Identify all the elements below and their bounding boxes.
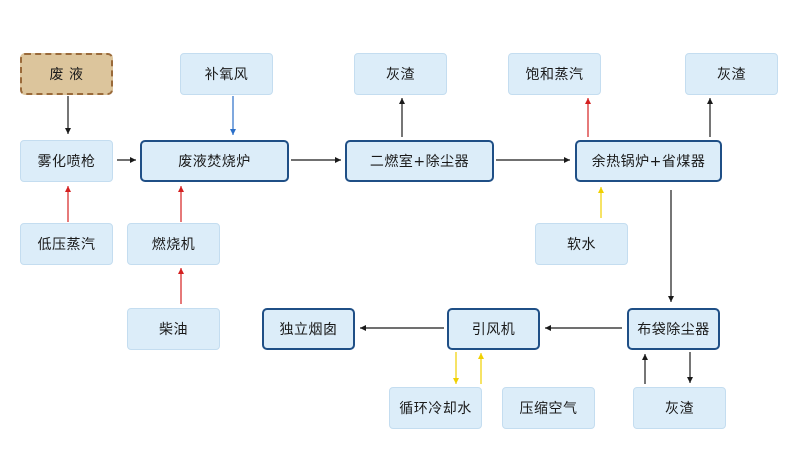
- node-bag-filter: 布袋除尘器: [627, 308, 720, 350]
- node-circulating-cooling-water: 循环冷却水: [389, 387, 482, 429]
- node-atomizer-gun: 雾化喷枪: [20, 140, 113, 182]
- node-burner: 燃烧机: [127, 223, 220, 265]
- node-soft-water: 软水: [535, 223, 628, 265]
- node-induced-draft-fan: 引风机: [447, 308, 540, 350]
- node-diesel: 柴油: [127, 308, 220, 350]
- node-supplemental-oxygen: 补氧风: [180, 53, 273, 95]
- node-independent-chimney: 独立烟囱: [262, 308, 355, 350]
- node-saturated-steam: 饱和蒸汽: [508, 53, 601, 95]
- node-secondary-combustion-dust-removal: 二燃室+除尘器: [345, 140, 494, 182]
- node-compressed-air: 压缩空气: [502, 387, 595, 429]
- node-waste-liquid: 废 液: [20, 53, 113, 95]
- node-waste-liquid-incinerator: 废液焚烧炉: [140, 140, 289, 182]
- node-ash-2: 灰渣: [685, 53, 778, 95]
- node-waste-heat-boiler-economizer: 余热锅炉+省煤器: [575, 140, 722, 182]
- node-low-pressure-steam: 低压蒸汽: [20, 223, 113, 265]
- node-ash-1: 灰渣: [354, 53, 447, 95]
- node-ash-3: 灰渣: [633, 387, 726, 429]
